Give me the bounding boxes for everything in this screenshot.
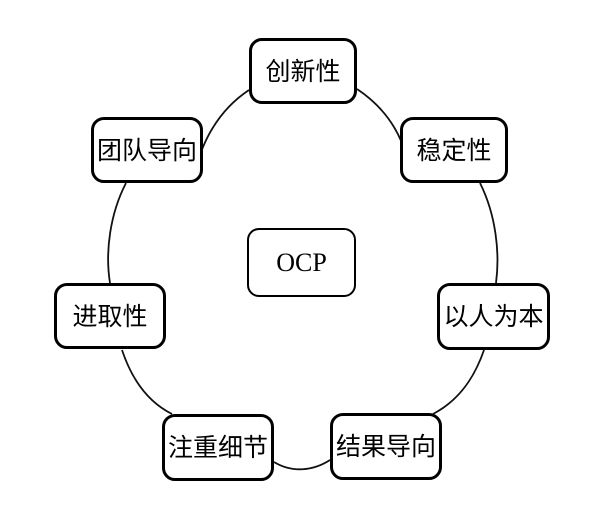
node-stability[interactable]: 稳定性 [400, 117, 508, 183]
node-label-stability: 稳定性 [416, 135, 492, 165]
node-label-results-oriented: 结果导向 [335, 432, 436, 461]
connector-results-detail [273, 459, 331, 471]
node-people-oriented[interactable]: 以人为本 [437, 283, 550, 350]
connector-team-innovation [194, 89, 250, 172]
node-team-oriented[interactable]: 团队导向 [91, 117, 203, 183]
connector-aggressive-team [107, 182, 127, 284]
node-label-innovation: 创新性 [265, 56, 341, 86]
node-ocp-center[interactable]: OCP [247, 228, 356, 297]
node-label-team-oriented: 团队导向 [96, 135, 197, 165]
connector-people-results [432, 349, 485, 415]
connector-stability-people [479, 182, 499, 284]
node-innovation[interactable]: 创新性 [249, 38, 357, 104]
node-aggressiveness[interactable]: 进取性 [54, 283, 166, 349]
node-attention-to-detail[interactable]: 注重细节 [162, 414, 274, 481]
node-results-oriented[interactable]: 结果导向 [330, 413, 442, 480]
node-label-attention-to-detail: 注重细节 [167, 433, 268, 462]
connector-detail-aggressive [121, 349, 173, 415]
node-label-people-oriented: 以人为本 [443, 302, 544, 331]
node-label-aggressiveness: 进取性 [72, 301, 148, 331]
node-label-ocp: OCP [276, 247, 327, 277]
